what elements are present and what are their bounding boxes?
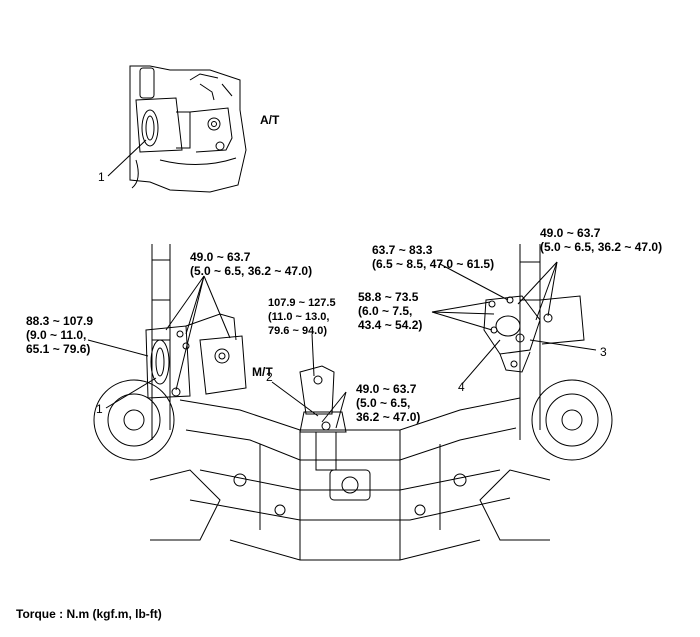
- mt-section-label: M/T: [252, 365, 273, 379]
- torque-right-center: 58.8 ~ 73.5 (6.0 ~ 7.5, 43.4 ~ 54.2): [358, 290, 423, 332]
- torque-right-top: 63.7 ~ 83.3 (6.5 ~ 8.5, 47.0 ~ 61.5): [372, 243, 495, 271]
- callout-1-main: 1: [96, 402, 103, 416]
- torque-mt-mount: 107.9 ~ 127.5 (11.0 ~ 13.0, 79.6 ~ 94.0): [268, 297, 336, 337]
- at-mount-detail-drawing: [129, 65, 247, 193]
- at-section-label: A/T: [260, 113, 280, 127]
- callout-2: 2: [266, 370, 273, 384]
- leader-lines: [87, 139, 597, 429]
- torque-unit-note: Torque : N.m (kgf.m, lb-ft): [16, 607, 162, 621]
- torque-left-mount: 88.3 ~ 107.9 (9.0 ~ 11.0, 65.1 ~ 79.6): [26, 314, 94, 356]
- torque-roll-rod: 49.0 ~ 63.7 (5.0 ~ 6.5, 36.2 ~ 47.0): [356, 382, 421, 424]
- torque-left-bracket: 49.0 ~ 63.7 (5.0 ~ 6.5, 36.2 ~ 47.0): [190, 250, 313, 278]
- callout-4: 4: [458, 380, 465, 394]
- subframe-drawing: [93, 244, 613, 561]
- callout-3: 3: [600, 345, 607, 359]
- callout-1-at: 1: [98, 170, 105, 184]
- torque-right-far: 49.0 ~ 63.7 (5.0 ~ 6.5, 36.2 ~ 47.0): [540, 226, 663, 254]
